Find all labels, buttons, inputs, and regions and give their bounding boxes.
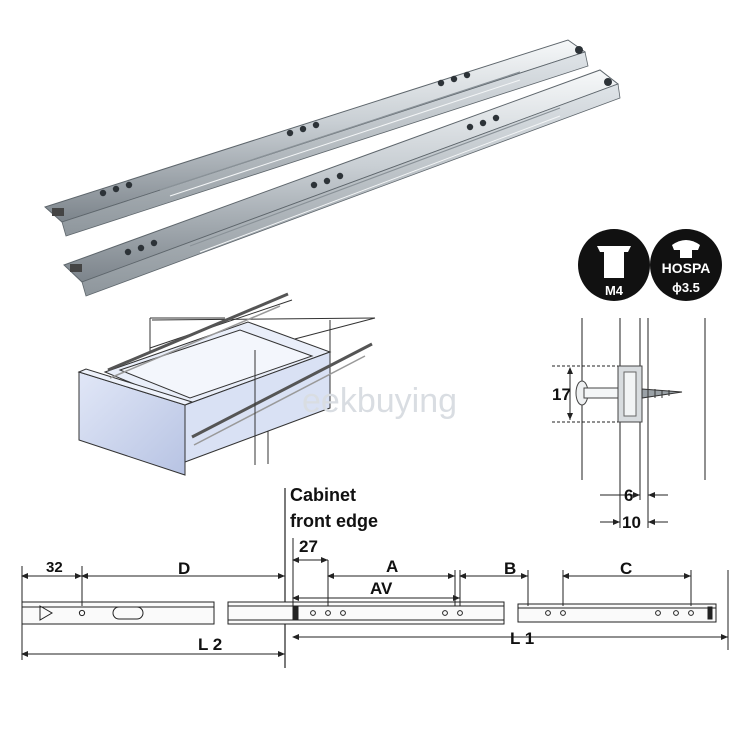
rail-front	[63, 69, 621, 297]
rail-photo	[44, 39, 621, 297]
dim-b: B	[504, 559, 516, 578]
rail-left	[21, 601, 215, 625]
badge-m4-label: M4	[605, 283, 624, 298]
watermark: eekbuying	[302, 382, 457, 420]
profile-section	[552, 318, 706, 528]
dim-profile-height: 17	[552, 385, 571, 404]
dim-profile-gap-large: 10	[622, 513, 641, 532]
badge-hospa: HOSPA ϕ3.5	[650, 229, 722, 301]
dim-32: 32	[46, 559, 63, 576]
dim-d: D	[178, 559, 190, 578]
badge-hospa-label: HOSPA	[662, 260, 711, 276]
dim-av: AV	[370, 579, 393, 598]
dim-c: C	[620, 559, 632, 578]
dim-a: A	[386, 557, 398, 576]
dim-l1: L 1	[510, 629, 534, 648]
drawer-illustration	[77, 292, 376, 476]
rail-back	[44, 39, 589, 237]
rail-dimension-drawing	[21, 538, 729, 660]
cabinet-label-line2: front edge	[290, 511, 378, 531]
badge-hospa-size: ϕ3.5	[672, 280, 700, 295]
dim-27: 27	[299, 537, 318, 556]
dim-profile-gap-small: 6	[624, 486, 633, 505]
dim-l2: L 2	[198, 635, 222, 654]
rail-right	[517, 603, 717, 623]
badge-m4: M4	[578, 229, 650, 301]
cabinet-label-line1: Cabinet	[290, 485, 356, 505]
